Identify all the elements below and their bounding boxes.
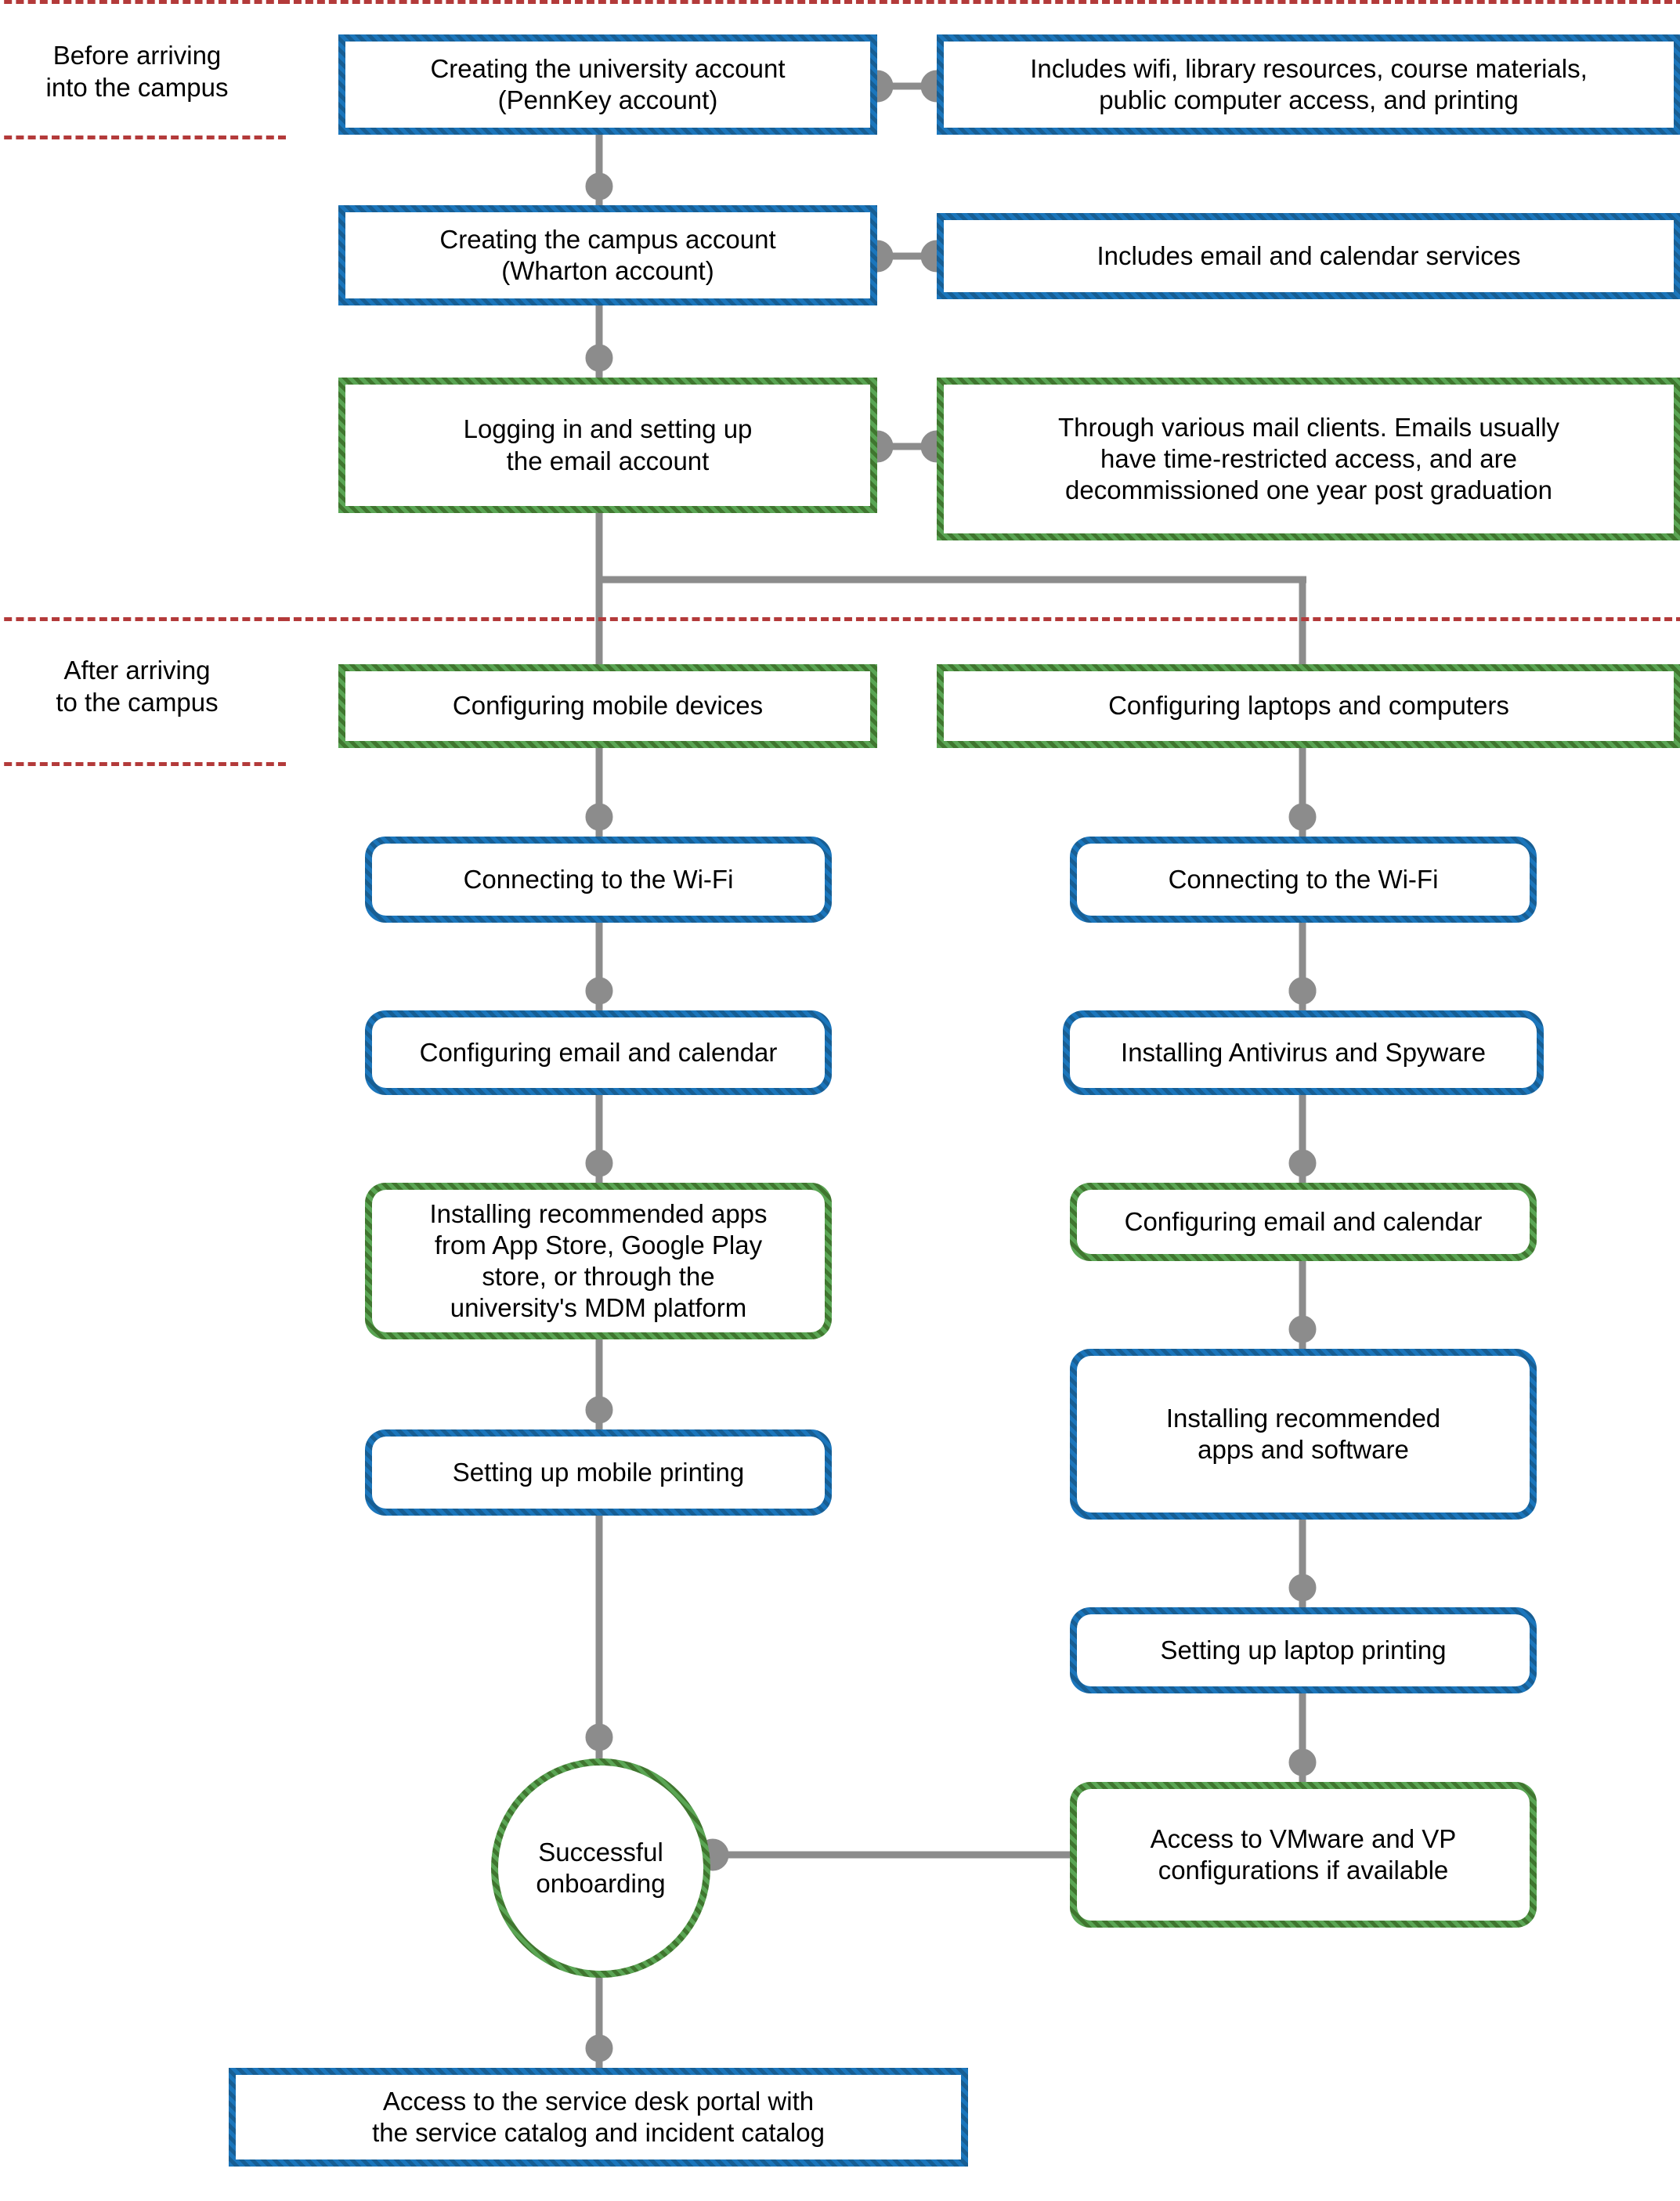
node-laptop-wifi[interactable]: Connecting to the Wi-Fi bbox=[1070, 837, 1537, 923]
node-email-setup-label: Logging in and setting up the email acco… bbox=[345, 385, 870, 506]
node-mobile-wifi[interactable]: Connecting to the Wi-Fi bbox=[365, 837, 832, 923]
node-email-setup[interactable]: Logging in and setting up the email acco… bbox=[338, 378, 877, 513]
node-mobile-wifi-label: Connecting to the Wi-Fi bbox=[372, 844, 825, 916]
node-servicedesk[interactable]: Access to the service desk portal with t… bbox=[229, 2068, 968, 2167]
node-laptops-label: Configuring laptops and computers bbox=[944, 671, 1674, 741]
node-servicedesk-label: Access to the service desk portal with t… bbox=[236, 2075, 961, 2159]
node-email-note-label: Through various mail clients. Emails usu… bbox=[944, 385, 1674, 533]
node-laptop-av-label: Installing Antivirus and Spyware bbox=[1070, 1017, 1537, 1088]
zone-after-boundary bbox=[0, 617, 286, 766]
node-mobile-print-label: Setting up mobile printing bbox=[372, 1437, 825, 1509]
node-laptop-wifi-label: Connecting to the Wi-Fi bbox=[1077, 844, 1530, 916]
node-wharton-label: Creating the campus account (Wharton acc… bbox=[345, 212, 870, 298]
node-laptop-vmware[interactable]: Access to VMware and VP configurations i… bbox=[1070, 1782, 1537, 1928]
node-mobile-apps[interactable]: Installing recommended apps from App Sto… bbox=[365, 1183, 832, 1339]
node-laptop-av[interactable]: Installing Antivirus and Spyware bbox=[1063, 1010, 1544, 1095]
zone-before-boundary bbox=[0, 0, 286, 139]
node-pennkey-note[interactable]: Includes wifi, library resources, course… bbox=[937, 34, 1680, 135]
node-laptop-mail[interactable]: Configuring email and calendar bbox=[1070, 1183, 1537, 1261]
node-wharton-note[interactable]: Includes email and calendar services bbox=[937, 213, 1680, 299]
zone-before-label: Before arriving into the campus bbox=[45, 41, 229, 103]
node-success-label: Successful onboarding bbox=[498, 1765, 703, 1971]
node-mobile-label: Configuring mobile devices bbox=[345, 671, 870, 741]
node-laptop-mail-label: Configuring email and calendar bbox=[1077, 1190, 1530, 1254]
node-pennkey-note-label: Includes wifi, library resources, course… bbox=[944, 42, 1674, 128]
node-laptop-apps[interactable]: Installing recommended apps and software bbox=[1070, 1349, 1537, 1520]
node-mobile-apps-label: Installing recommended apps from App Sto… bbox=[372, 1190, 825, 1332]
node-laptop-vmware-label: Access to VMware and VP configurations i… bbox=[1077, 1789, 1530, 1921]
node-mobile[interactable]: Configuring mobile devices bbox=[338, 664, 877, 748]
node-laptop-print-label: Setting up laptop printing bbox=[1077, 1614, 1530, 1686]
node-laptops[interactable]: Configuring laptops and computers bbox=[937, 664, 1680, 748]
zone-after-label: After arriving to the campus bbox=[56, 656, 219, 717]
zone-after-top-line bbox=[282, 617, 1680, 621]
node-email-note[interactable]: Through various mail clients. Emails usu… bbox=[937, 378, 1680, 540]
node-wharton[interactable]: Creating the campus account (Wharton acc… bbox=[338, 205, 877, 305]
node-mobile-mail-label: Configuring email and calendar bbox=[372, 1017, 825, 1088]
node-wharton-note-label: Includes email and calendar services bbox=[944, 220, 1674, 292]
node-laptop-print[interactable]: Setting up laptop printing bbox=[1070, 1607, 1537, 1693]
zone-before-top-line bbox=[282, 0, 1680, 4]
node-laptop-apps-label: Installing recommended apps and software bbox=[1077, 1356, 1530, 1513]
node-pennkey-label: Creating the university account (PennKey… bbox=[345, 42, 870, 128]
node-pennkey[interactable]: Creating the university account (PennKey… bbox=[338, 34, 877, 135]
node-mobile-mail[interactable]: Configuring email and calendar bbox=[365, 1010, 832, 1095]
node-success[interactable]: Successful onboarding bbox=[491, 1758, 710, 1978]
node-mobile-print[interactable]: Setting up mobile printing bbox=[365, 1429, 832, 1516]
